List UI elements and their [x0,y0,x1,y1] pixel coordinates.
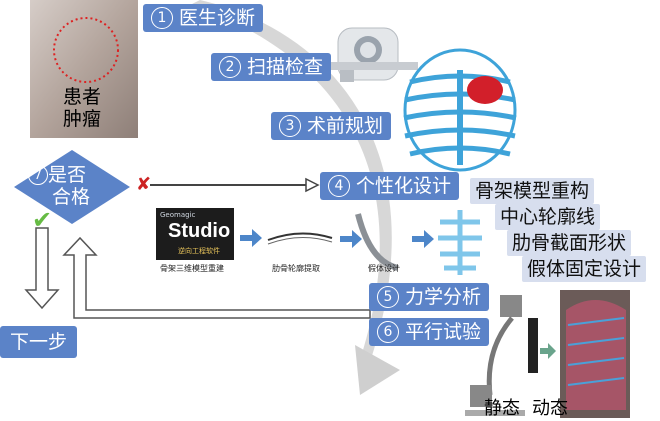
ct-scanner-icon [328,27,418,82]
step-2-scan: 2 扫描检查 [211,53,332,81]
step-1-diagnosis: 1 医生诊断 [143,4,264,32]
tumor-circle [53,17,119,83]
design-item-3: 肋骨截面形状 [507,230,632,256]
step-5-mechanics: 5 力学分析 [369,283,490,311]
tumor-region [467,76,503,104]
prosthesis-skeleton-icon [438,210,482,275]
flow-arrow-body [190,0,392,362]
rib-curve [267,232,333,241]
sensor-bar [528,318,538,373]
rib-cage-icon [403,48,517,172]
studio-logo-box [156,208,234,260]
next-step-box: 下一步 [0,326,78,358]
decision-line2: 合格 [52,186,91,208]
caption-1: 骨架三维模型重建 [160,264,224,273]
step-5-label: 力学分析 [405,286,482,308]
step-4-number: 4 [328,175,350,197]
studio-brand: Geomagic [160,211,196,219]
step-7-number: 7 [28,165,48,185]
patient-label-line2: 肿瘤 [63,108,102,130]
step-1-number: 1 [151,7,173,29]
flow-arrow-head [355,345,400,395]
step-6-trial: 6 平行试验 [369,318,490,346]
step-4-label: 个性化设计 [356,175,452,197]
step-3-label: 术前规划 [307,115,384,137]
design-item-4: 假体固定设计 [522,256,647,282]
fail-mark-icon: ✘ [136,174,152,195]
pass-mark-icon: ✔ [32,206,53,234]
step-3-planning: 3 术前规划 [271,112,392,140]
design-item-1: 骨架模型重构 [470,178,595,204]
step-4-design: 4 个性化设计 [320,172,460,200]
step-2-label: 扫描检查 [247,56,324,78]
step-5-number: 5 [377,286,399,308]
patient-label: 患者 肿瘤 [63,86,101,130]
caption-3: 假体设计 [368,264,400,273]
step-6-number: 6 [377,321,399,343]
step-1-label: 医生诊断 [179,7,256,29]
decision-line1: 是否 [48,164,87,186]
step-6-label: 平行试验 [405,321,482,343]
step-2-number: 2 [219,56,241,78]
caption-2: 肋骨轮廓提取 [272,264,320,273]
step-3-number: 3 [279,115,301,137]
static-label: 静态 [484,398,520,419]
studio-name: Studio [168,220,231,242]
studio-sub: 逆向工程软件 [178,247,220,255]
next-step-label: 下一步 [10,331,68,353]
static-test-fixture [465,295,525,416]
prosthesis-rib [355,213,399,271]
patient-label-line1: 患者 [63,86,102,108]
down-arrow [24,227,60,310]
return-arrow [62,236,371,319]
design-item-2: 中心轮廓线 [495,204,601,230]
dynamic-label: 动态 [532,398,568,419]
